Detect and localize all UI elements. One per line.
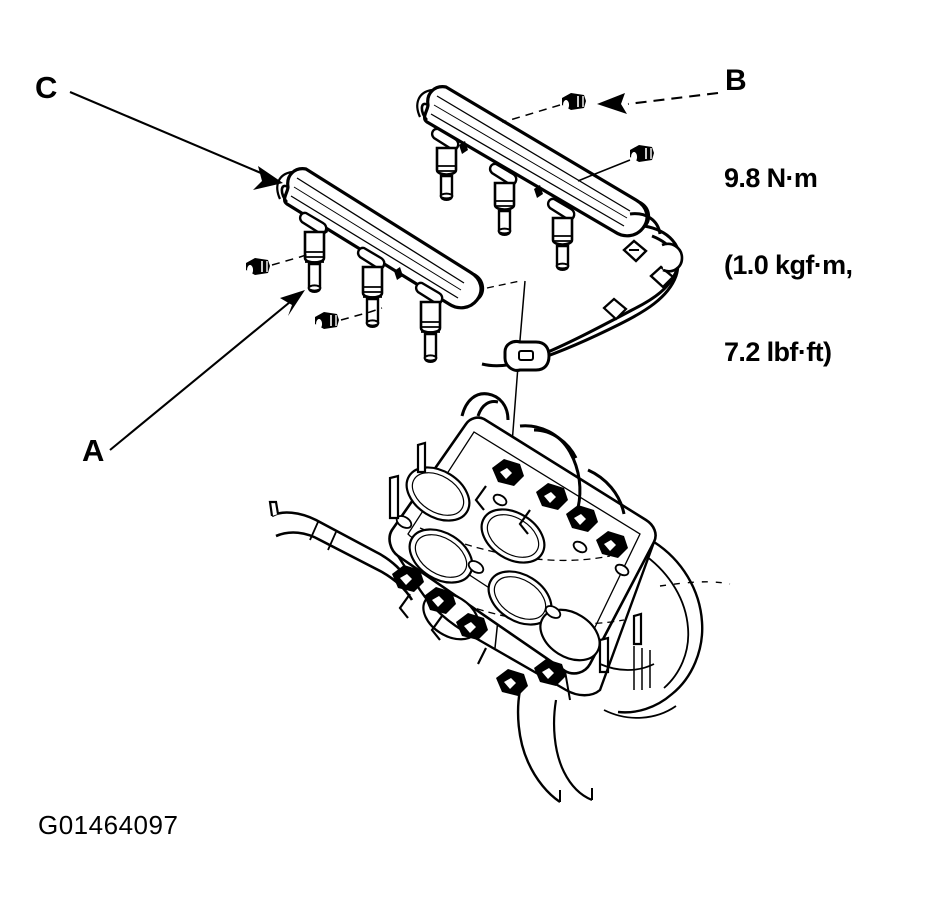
- torque-lbfft: 7.2 lbf·ft): [724, 337, 832, 367]
- callout-leader-a: [109, 301, 291, 451]
- rear-bolt-2-leader: [577, 159, 631, 182]
- front-rail-bolt-2: [315, 312, 339, 329]
- front-bolt-2-leader: [340, 307, 383, 321]
- front-rail-detail-leader: [486, 280, 521, 289]
- front-rail-bolt-1: [246, 258, 270, 275]
- hose-junction-fitting: [503, 340, 551, 372]
- hose-clamp-3: [602, 297, 628, 321]
- hose-clamp-1: [622, 239, 648, 263]
- torque-kgfm: (1.0 kgf·m,: [724, 250, 853, 280]
- front-fuel-rail: [276, 167, 485, 310]
- callout-arrowhead-a: [280, 290, 305, 316]
- callout-leader-c: [69, 91, 269, 177]
- callout-leader-b: [627, 91, 719, 106]
- rear-rail-bolt-2: [630, 145, 654, 162]
- front-bolt-1-leader: [271, 252, 313, 266]
- rear-rail-injector-3: [546, 197, 576, 271]
- callout-label-a: A: [82, 433, 104, 468]
- front-rail-injector-1: [298, 211, 328, 293]
- callout-label-c: C: [35, 70, 57, 105]
- torque-nm: 9.8 N·m: [724, 163, 818, 193]
- front-rail-injector-2: [356, 246, 386, 328]
- callout-arrowhead-b: [597, 93, 627, 114]
- rear-rail-injector-2: [488, 162, 518, 236]
- hose-clamp-2: [649, 265, 675, 289]
- intake-manifold-assembly: [268, 392, 731, 803]
- rear-rail-injector-1: [430, 127, 460, 201]
- callout-label-b: B: [725, 64, 747, 97]
- front-rail-injector-3: [414, 281, 444, 363]
- hose-end-fitting-right: [661, 242, 684, 273]
- callout-arrowhead-c: [253, 166, 283, 190]
- rear-fuel-rail: [416, 85, 651, 238]
- torque-specification: 9.8 N·m (1.0 kgf·m, 7.2 lbf·ft): [724, 106, 853, 425]
- rear-rail-bolt-1: [562, 93, 586, 110]
- figure-code: G01464097: [38, 810, 179, 840]
- rear-bolt-1-leader: [501, 104, 561, 123]
